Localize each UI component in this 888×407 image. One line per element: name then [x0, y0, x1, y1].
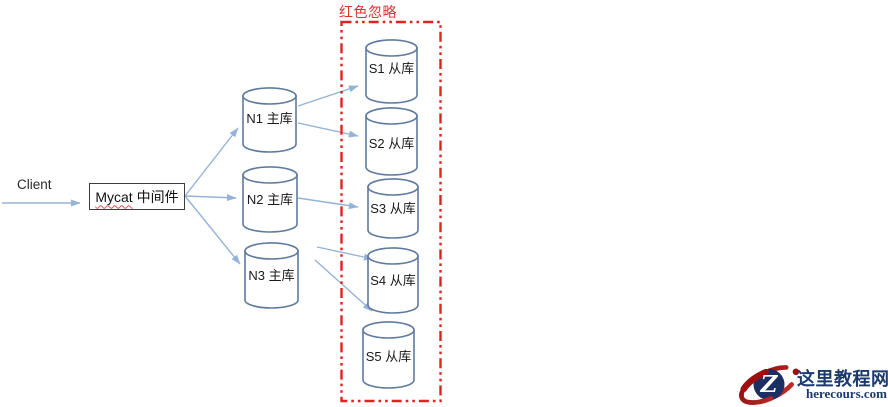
- slave-db-label-s4: S4 从库: [370, 273, 416, 288]
- logo-swoosh-thick-side: [738, 364, 800, 406]
- arrow-mycat-to-n1: [184, 127, 239, 197]
- red-ignore-zone-border: [340, 20, 442, 403]
- master-db-label-n2: N2 主库: [246, 192, 294, 207]
- arrow-n1-to-s1: [297, 85, 359, 107]
- site-logo-domain: herecours.com: [806, 386, 887, 401]
- slave-db-label-s3: S3 从库: [370, 201, 416, 216]
- db-cylinder-s3: [367, 178, 419, 239]
- cylinder-top: [365, 107, 418, 125]
- db-cylinder-s2: [365, 107, 418, 176]
- db-cylinder-s4: [367, 247, 419, 314]
- db-cylinder-n2: [242, 166, 298, 233]
- client-label: Client: [17, 177, 52, 192]
- cylinder-top: [367, 247, 419, 265]
- arrow-n3-to-s5: [314, 259, 373, 312]
- slave-db-label-s5: S5 从库: [365, 349, 412, 364]
- arrow-mycat-to-n3: [184, 195, 241, 265]
- arrow-n2-to-s3: [297, 197, 359, 210]
- slave-db-label-s1: S1 从库: [368, 61, 415, 76]
- cylinder-top: [362, 321, 415, 339]
- mycat-middleware-box: Mycat 中间件: [89, 183, 185, 210]
- slave-db-label-s2: S2 从库: [368, 136, 415, 151]
- site-logo-icon: Z: [738, 364, 800, 406]
- mycat-middleware-name-zh: 中间件: [136, 188, 179, 205]
- red-zone-label: 红色忽略: [339, 4, 397, 20]
- site-logo-name: 这里教程网: [797, 369, 888, 389]
- cylinder-top: [367, 178, 419, 196]
- master-db-label-n1: N1 主库: [246, 111, 293, 126]
- cylinder-top: [242, 87, 297, 105]
- db-cylinder-n3: [244, 242, 299, 309]
- logo-monogram: Z: [760, 371, 779, 398]
- db-cylinder-s5: [362, 321, 415, 389]
- arrow-n3-to-s4: [316, 246, 374, 261]
- cylinder-top: [365, 39, 418, 57]
- cylinder-top: [244, 242, 299, 260]
- db-cylinder-s1: [365, 39, 418, 104]
- cylinder-top: [242, 166, 298, 184]
- db-cylinder-n1: [242, 87, 297, 153]
- arrow-n1-to-s2: [297, 122, 359, 138]
- master-db-label-n3: N3 主库: [248, 268, 295, 283]
- mycat-middleware-name-en: Mycat: [95, 188, 133, 205]
- arrow-mycat-to-n2: [184, 194, 237, 202]
